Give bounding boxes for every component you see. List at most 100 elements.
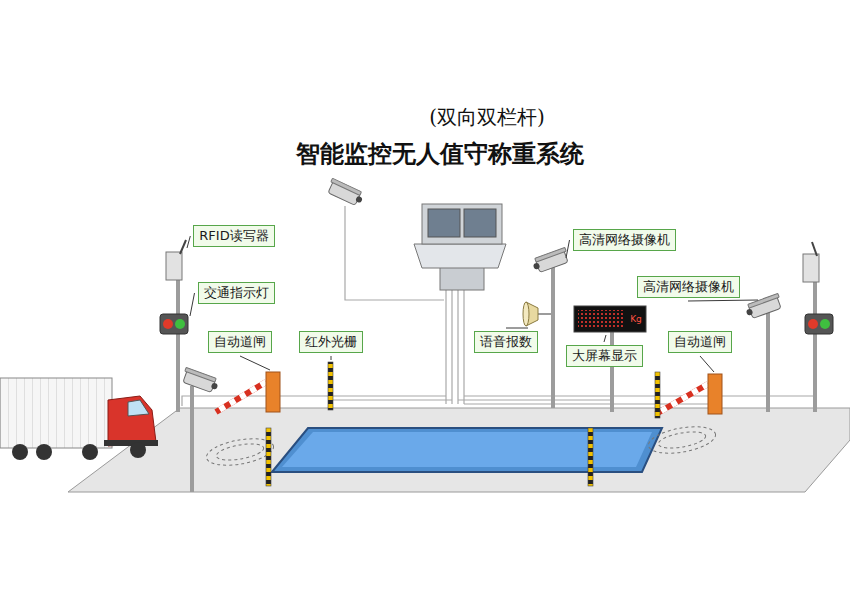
traffic-light — [820, 319, 830, 329]
callout-box: 自动道闸 — [668, 331, 732, 353]
traffic-light — [808, 319, 818, 329]
truck — [130, 442, 146, 458]
barrier-gate — [216, 372, 722, 414]
callout-box: RFID读写器 — [193, 225, 274, 247]
induction-loop — [204, 434, 275, 469]
truck — [36, 444, 52, 460]
traffic-light — [163, 319, 173, 329]
control-console — [422, 204, 502, 244]
rfid-reader — [803, 254, 819, 282]
induction-loop — [215, 441, 265, 463]
speaker — [523, 302, 529, 326]
infrared-grating — [266, 428, 271, 486]
callout-box: 自动道闸 — [208, 331, 272, 353]
truck — [82, 444, 98, 460]
callout-box: 语音报数 — [474, 331, 538, 353]
led-display — [574, 306, 646, 332]
cable — [330, 400, 452, 408]
cable — [464, 396, 815, 406]
cable — [445, 288, 446, 404]
callout-box: 交通指示灯 — [198, 282, 275, 304]
pole — [610, 332, 614, 412]
pole — [190, 386, 194, 492]
callout-box: 大屏幕显示 — [566, 345, 643, 367]
induction-loop — [657, 429, 707, 451]
callout-text: 自动道闸 — [214, 334, 266, 350]
truck — [0, 378, 158, 460]
network-camera — [531, 247, 570, 273]
led-display — [574, 306, 646, 332]
infrared-grating — [328, 362, 333, 410]
induction-loop — [646, 422, 717, 457]
pole — [176, 258, 180, 412]
traffic-light — [160, 314, 188, 334]
cable — [458, 399, 612, 400]
leader-line — [240, 356, 270, 370]
leader-line — [700, 356, 714, 372]
callout-box: 高清网络摄像机 — [637, 276, 740, 298]
rfid-reader — [812, 242, 817, 256]
road — [68, 408, 850, 492]
control-console — [414, 244, 506, 268]
callout-text: 语音报数 — [480, 334, 532, 350]
cable — [451, 288, 452, 404]
barrier-gate — [216, 382, 266, 412]
subtitle: (双向双栏杆) — [429, 104, 545, 131]
infrared-grating — [588, 428, 593, 486]
callout-box: 高清网络摄像机 — [573, 229, 676, 251]
callout-box: 红外光栅 — [299, 331, 363, 353]
leader-line — [688, 300, 758, 301]
traffic-light — [805, 314, 833, 334]
callout-text: 高清网络摄像机 — [579, 232, 670, 248]
scale-platform — [282, 432, 652, 467]
truck — [108, 396, 156, 446]
leader-line — [187, 236, 190, 248]
led-display — [578, 310, 624, 328]
barrier-gate — [216, 382, 266, 412]
truck — [0, 378, 112, 448]
speaker — [523, 302, 553, 326]
scale-platform — [272, 428, 662, 472]
callout-text: 交通指示灯 — [204, 285, 269, 301]
callout-text: 高清网络摄像机 — [643, 279, 734, 295]
pole — [178, 258, 815, 492]
truck — [128, 400, 149, 416]
leader-line — [190, 293, 195, 316]
callout-text: 大屏幕显示 — [572, 348, 637, 364]
infrared-grating — [266, 362, 660, 486]
cable — [182, 396, 446, 406]
callout-text: 红外光栅 — [305, 334, 357, 350]
unit-label: Kg — [629, 314, 643, 324]
leader-line — [506, 328, 528, 329]
truck — [104, 440, 158, 446]
network-camera — [326, 178, 365, 207]
speaker — [538, 313, 553, 315]
callout-text: RFID读写器 — [199, 228, 268, 244]
leader-line — [566, 240, 570, 258]
leader-line — [604, 335, 606, 342]
control-console — [440, 266, 484, 290]
barrier-gate — [656, 384, 708, 414]
rfid-reader — [166, 252, 182, 280]
barrier-gate — [266, 372, 280, 412]
scale-platform — [272, 428, 662, 472]
control-console — [414, 204, 506, 290]
leader-line — [331, 356, 332, 360]
road — [68, 408, 850, 492]
callout-text: 自动道闸 — [674, 334, 726, 350]
infrared-grating — [655, 372, 660, 418]
pole — [551, 266, 555, 408]
network-camera — [744, 293, 783, 319]
network-camera — [181, 178, 783, 394]
control-console — [464, 209, 496, 237]
network-camera — [181, 367, 220, 393]
barrier-gate — [708, 374, 722, 414]
diagram-title: 智能监控无人值守称重系统 — [296, 138, 584, 170]
rfid-reader — [180, 240, 186, 254]
truck — [12, 444, 28, 460]
control-console — [428, 209, 460, 237]
induction-loop — [204, 422, 717, 469]
pole — [766, 312, 770, 412]
